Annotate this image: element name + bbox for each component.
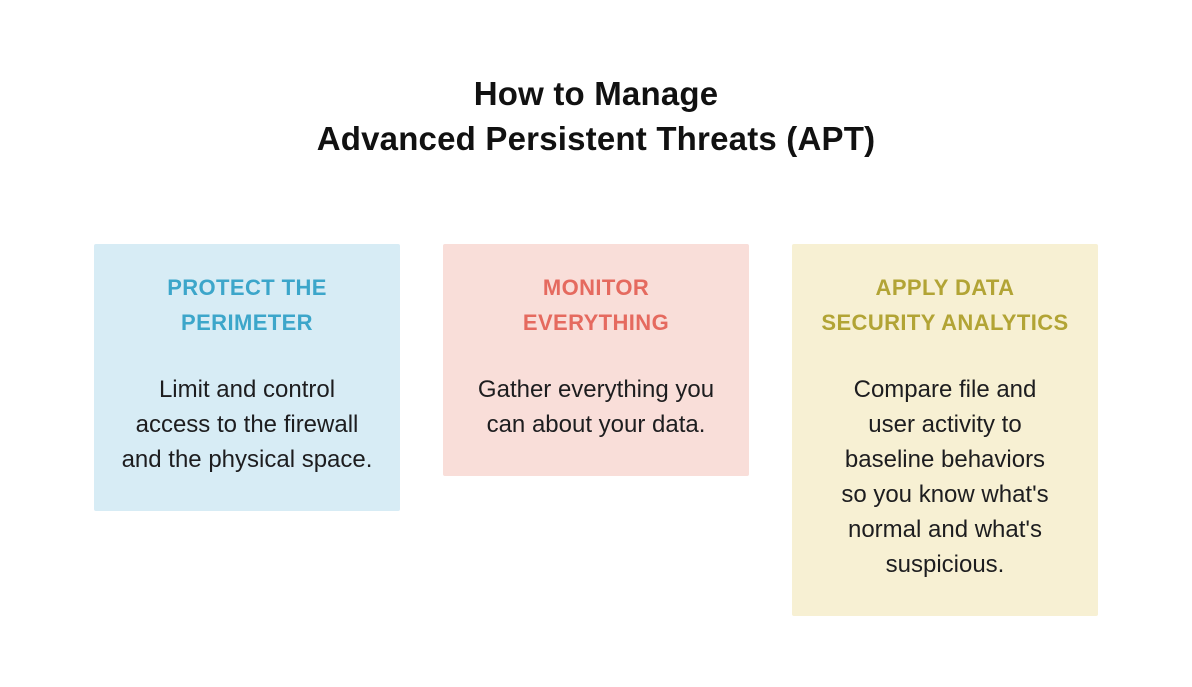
- card-monitor-heading: MONITOR EVERYTHING: [522, 275, 670, 335]
- card-monitor-everything: MONITOR EVERYTHING Gather everything you…: [443, 244, 749, 476]
- card-protect-body: Limit and control access to the firewall…: [121, 376, 373, 473]
- page-title: How to Manage Advanced Persistent Threat…: [316, 75, 876, 157]
- card-analytics-body: Compare file and user activity to baseli…: [841, 376, 1049, 578]
- card-protect-the-perimeter: PROTECT THE PERIMETER Limit and control …: [94, 244, 400, 511]
- card-analytics-heading: APPLY DATA SECURITY ANALYTICS: [821, 275, 1069, 335]
- card-apply-data-security-analytics: APPLY DATA SECURITY ANALYTICS Compare fi…: [792, 244, 1098, 616]
- card-protect-heading: PROTECT THE PERIMETER: [167, 275, 327, 335]
- cards-row: PROTECT THE PERIMETER Limit and control …: [0, 244, 1192, 616]
- card-monitor-body: Gather everything you can about your dat…: [477, 376, 715, 438]
